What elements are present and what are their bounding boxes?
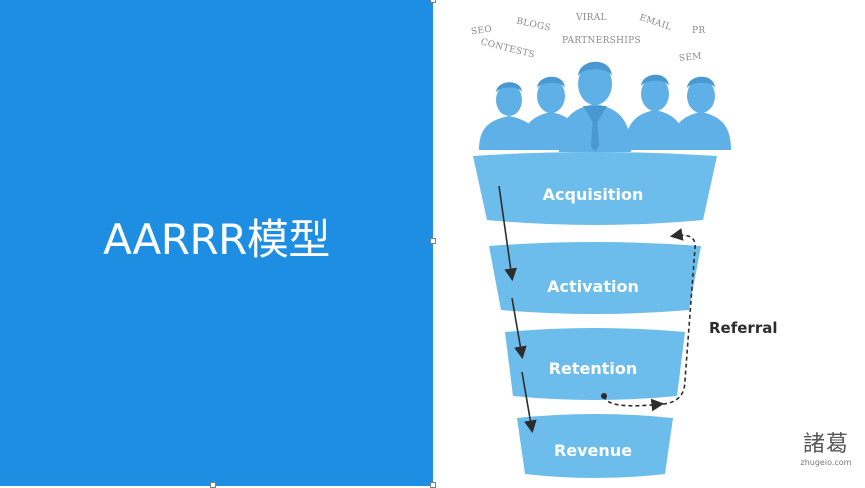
stage-label-acquisition: Acquisition (543, 185, 644, 204)
channel-label-partnerships: PARTNERSHIPS (562, 36, 641, 46)
title-panel: AARRR模型 (0, 0, 433, 486)
dashed-loop-arrow-icon (603, 395, 665, 412)
arrow-down-icon (511, 297, 527, 360)
funnel-band-acquisition (473, 152, 717, 225)
logo-mark: 諸葛 (802, 432, 849, 457)
resize-handle-right[interactable] (430, 238, 436, 244)
channel-label-viral: VIRAL (575, 13, 607, 23)
funnel-band-activation (489, 242, 701, 314)
zhuge-logo: 諸葛 zhugeio.com (796, 432, 856, 468)
stage-label-retention: Retention (549, 359, 638, 378)
referral-label: Referral (709, 319, 777, 337)
resize-handle-bottom-left[interactable] (210, 482, 216, 488)
stage-label-revenue: Revenue (554, 441, 632, 460)
logo-domain: zhugeio.com (800, 458, 852, 467)
stage-label-activation: Activation (547, 277, 639, 296)
channel-label-pr: PR (692, 26, 705, 36)
channel-label-blogs: BLOGS (515, 17, 551, 34)
funnel-band-retention (505, 328, 685, 400)
channel-label-contests: CONTESTS (479, 37, 535, 60)
channel-label-sem: SEM (679, 52, 703, 64)
channel-label-seo: SEO (471, 25, 493, 38)
person-icon (625, 74, 685, 150)
aarrr-funnel-diagram: SEO BLOGS VIRAL EMAIL PR CONTESTS PARTNE… (433, 0, 865, 486)
resize-handle-top[interactable] (430, 0, 436, 3)
arrow-down-icon (498, 185, 517, 282)
funnel-band-revenue (517, 414, 673, 478)
people-group-icon (479, 61, 731, 152)
slide-title: AARRR模型 (103, 215, 330, 264)
arrow-down-icon (521, 371, 537, 434)
person-icon (671, 76, 731, 150)
channel-label-email: EMAIL (638, 13, 673, 33)
person-icon-center (559, 61, 631, 152)
